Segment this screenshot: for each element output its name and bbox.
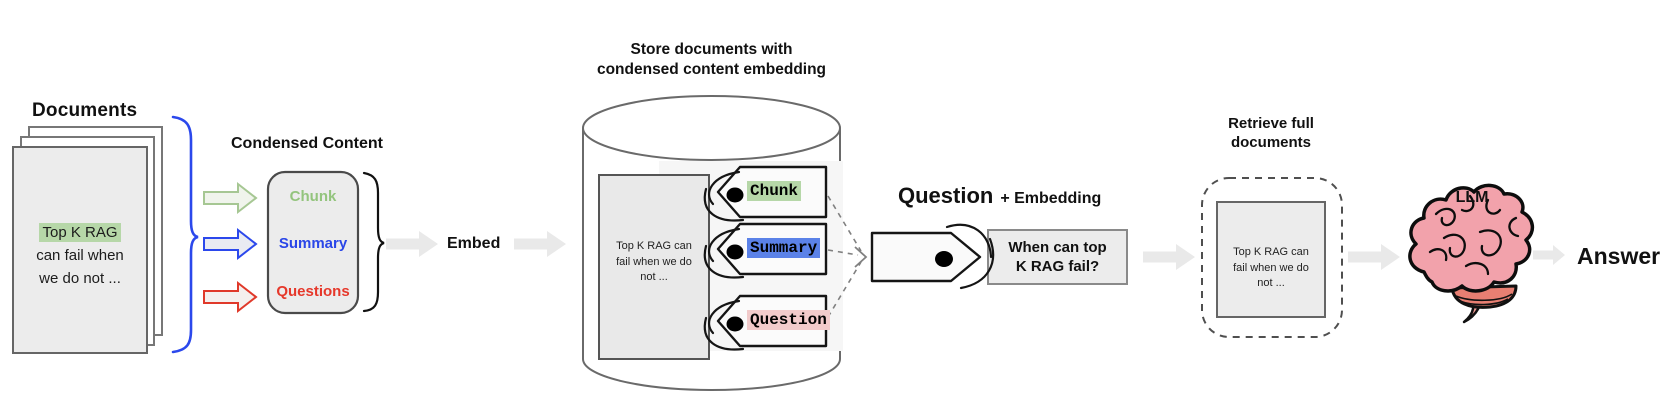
gray-arrow-icon xyxy=(1143,244,1195,270)
stored-document xyxy=(598,174,710,360)
retrieved-document-text: Top K RAG can fail when we do not ... xyxy=(1233,246,1309,289)
question-heading: Question + Embedding xyxy=(898,183,1102,208)
condensed-content-box xyxy=(266,170,360,315)
gray-arrow-small-icon xyxy=(1533,245,1565,265)
dashed-arrowhead-icon xyxy=(854,246,868,268)
tag-label-question: Question xyxy=(747,310,830,330)
document-page-text: Top K RAG can fail when we do not ... xyxy=(36,223,124,287)
embed-label: Embed xyxy=(447,235,501,252)
condensed-item-questions: Questions xyxy=(276,283,350,300)
tag-label-summary: Summary xyxy=(747,238,829,258)
gray-arrow-icon xyxy=(1348,244,1400,270)
questions-arrow-icon xyxy=(203,280,258,314)
brain-icon xyxy=(1408,183,1535,324)
store-title: Store documents with condensed content e… xyxy=(596,41,827,78)
summary-arrow-icon xyxy=(203,227,258,261)
condensed-item-chunk: Chunk xyxy=(289,188,337,205)
chunk-arrow-icon xyxy=(203,181,258,215)
gray-arrow-icon xyxy=(386,231,438,257)
query-tag-icon xyxy=(870,223,995,290)
stored-document-text: Top K RAG can fail when we do not ... xyxy=(616,240,692,283)
gray-arrow-icon xyxy=(514,231,566,257)
llm-label: LLM xyxy=(1455,189,1489,206)
highlighted-phrase: Top K RAG xyxy=(39,223,121,242)
documents-title: Documents xyxy=(32,100,138,121)
query-box-text: When can top K RAG fail? xyxy=(1008,239,1107,275)
document-stack xyxy=(12,126,163,354)
dashed-connectors xyxy=(827,195,862,318)
condensed-content-title: Condensed Content xyxy=(231,135,383,152)
black-brace xyxy=(362,171,385,313)
retrieved-document xyxy=(1216,201,1326,318)
condensed-item-summary: Summary xyxy=(278,235,348,252)
blue-brace xyxy=(171,115,199,354)
retrieve-title: Retrieve full documents xyxy=(1228,115,1314,151)
query-text-box xyxy=(987,229,1128,285)
tag-label-chunk: Chunk xyxy=(747,181,829,201)
answer-label: Answer xyxy=(1577,243,1661,269)
